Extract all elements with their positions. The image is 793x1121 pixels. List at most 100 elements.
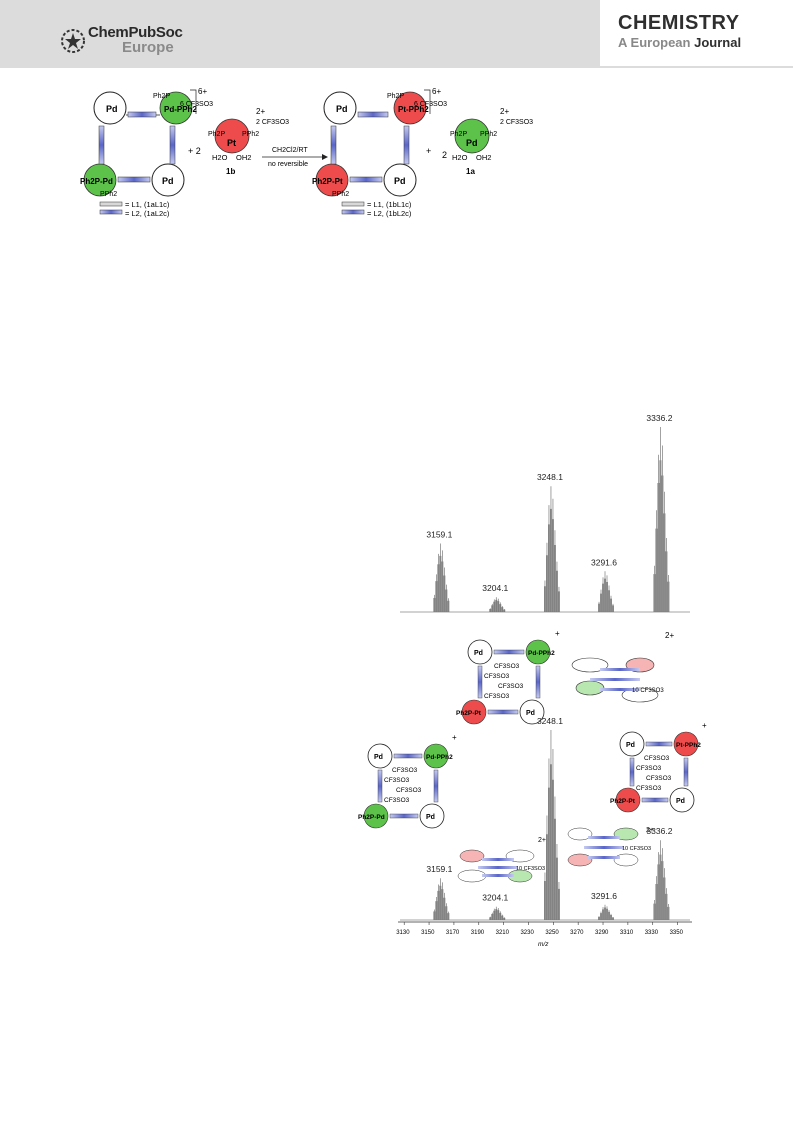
conditions-bottom: no reversible	[268, 161, 308, 168]
svg-text:CF3SO3: CF3SO3	[384, 797, 410, 804]
legend-left-l1: = L1, (1aL1c)	[125, 200, 170, 209]
linker-top	[127, 111, 157, 118]
label-1a: 1a	[466, 167, 475, 176]
svg-text:Ph2P: Ph2P	[450, 131, 467, 138]
peak-label: 3248.1	[537, 472, 563, 482]
svg-text:Pd: Pd	[466, 138, 478, 148]
reaction-scheme: Pd Pd-PPh2 Ph2P Ph2P-Pd PPh2 Pd 6+ 6 CF3…	[80, 87, 533, 218]
svg-text:Pd: Pd	[426, 814, 435, 821]
svg-text:Pd: Pd	[676, 798, 685, 805]
svg-text:Pd: Pd	[526, 710, 535, 717]
isotope-peak-top-1	[489, 597, 506, 612]
peak-label: 3336.2	[646, 413, 672, 423]
svg-text:2+: 2+	[256, 107, 265, 116]
svg-text:CF3SO3: CF3SO3	[636, 765, 662, 772]
svg-text:Pd: Pd	[626, 742, 635, 749]
pt-red-corner-top-right	[393, 91, 427, 125]
svg-text:CF3SO3: CF3SO3	[384, 777, 410, 784]
journal-subtitle: A European Journal	[618, 35, 742, 50]
inset-stack-2plus-top: 2+ 10 CF3SO3	[571, 631, 674, 703]
x-tick-label: 3310	[620, 930, 634, 936]
svg-text:Pd-PPh2: Pd-PPh2	[528, 650, 555, 657]
charge-6: 6+	[198, 87, 207, 96]
svg-text:+: +	[555, 629, 560, 638]
svg-text:CF3SO3: CF3SO3	[484, 693, 510, 700]
journal-title: CHEMISTRY	[618, 12, 740, 34]
svg-text:Pd: Pd	[162, 176, 174, 186]
svg-text:6 CF3SO3: 6 CF3SO3	[414, 101, 447, 108]
plus-2: + 2	[188, 146, 201, 156]
peak-label: 3159.1	[426, 864, 452, 874]
svg-text:Ph2P-Pd: Ph2P-Pd	[358, 814, 385, 821]
svg-text:H2O: H2O	[212, 153, 228, 162]
linker-right	[169, 125, 176, 165]
x-tick-label: 3250	[545, 930, 559, 936]
svg-text:2+: 2+	[538, 837, 546, 844]
svg-text:OH2: OH2	[236, 153, 251, 162]
publisher-region: Europe	[122, 39, 174, 56]
svg-text:10 CF3SO3: 10 CF3SO3	[516, 866, 545, 872]
svg-text:Pt-PPh2: Pt-PPh2	[676, 742, 701, 749]
svg-text:Pd: Pd	[474, 650, 483, 657]
svg-text:2+: 2+	[646, 827, 654, 834]
svg-text:2 CF3SO3: 2 CF3SO3	[256, 119, 289, 126]
svg-text:PPh2: PPh2	[480, 131, 497, 138]
svg-text:Ph2P: Ph2P	[153, 93, 170, 100]
x-tick-label: 3170	[446, 930, 460, 936]
inset-stack-2plus-left: 2+ 10 CF3SO3	[457, 837, 546, 883]
peak-label: 3291.6	[591, 891, 617, 901]
inset-square-pd-plus: Pd Pd-PPh2 Ph2P-Pd Pd + CF3SO3 CF3SO3 CF…	[358, 733, 457, 829]
ms-spectrum-bottom: Pd Pd-PPh2 Ph2P-Pt Pd + CF3SO3 CF3SO3 CF…	[358, 629, 707, 948]
peak-label: 3291.6	[591, 557, 617, 567]
svg-text:Pd: Pd	[394, 176, 406, 186]
x-tick-label: 3270	[570, 930, 584, 936]
svg-text:10 CF3SO3: 10 CF3SO3	[632, 688, 664, 694]
chempubsoc-star-icon	[61, 29, 85, 53]
x-axis-label: m/z	[538, 941, 549, 948]
journal-tab	[600, 0, 793, 66]
svg-text:+: +	[426, 146, 431, 156]
svg-text:Pd-PPh2: Pd-PPh2	[164, 105, 197, 114]
svg-text:CF3SO3: CF3SO3	[392, 767, 418, 774]
pd-corner-top-left	[93, 91, 127, 125]
inset-square-pt-plus: Pd Pt-PPh2 Ph2P-Pt Pd + CF3SO3 CF3SO3 CF…	[610, 721, 707, 813]
svg-text:Pt-PPh2: Pt-PPh2	[398, 105, 429, 114]
inset-stack-2plus-right: 2+ 10 CF3SO3	[567, 827, 654, 867]
legend-right-l1: = L1, (1bL1c)	[367, 200, 412, 209]
svg-text:+: +	[452, 733, 457, 742]
svg-text:+: +	[702, 721, 707, 730]
pd-corner-bottom-right	[151, 163, 185, 197]
peak-label: 3336.2	[646, 826, 672, 836]
svg-text:CF3SO3: CF3SO3	[494, 663, 520, 670]
svg-text:CF3SO3: CF3SO3	[646, 775, 672, 782]
counterion-6: 6 CF3SO3	[180, 101, 213, 108]
pd-label: Pd	[106, 104, 118, 114]
svg-text:Ph2P: Ph2P	[208, 131, 225, 138]
x-tick-label: 3230	[520, 930, 534, 936]
isotope-peak-top-3	[598, 571, 614, 612]
svg-text:Ph2P-Pt: Ph2P-Pt	[456, 710, 482, 717]
svg-text:Ph2P-Pt: Ph2P-Pt	[312, 177, 343, 186]
peak-label: 3204.1	[482, 583, 508, 593]
legend-left-l2: = L2, (1aL2c)	[125, 209, 170, 218]
x-tick-label: 3290	[595, 930, 609, 936]
linker-bottom	[117, 176, 151, 183]
square-complex-1a: Pd Pd-PPh2 Ph2P Ph2P-Pd PPh2 Pd 6+ 6 CF3…	[80, 87, 213, 218]
svg-text:2+: 2+	[665, 631, 674, 640]
svg-text:2: 2	[442, 150, 447, 160]
isotope-peak-bot-0	[433, 878, 450, 920]
linker-left	[98, 125, 105, 165]
svg-text:Pd: Pd	[374, 754, 383, 761]
x-tick-label: 3210	[496, 930, 510, 936]
x-tick-label: 3130	[396, 930, 410, 936]
peak-label: 3204.1	[482, 893, 508, 903]
pd-green-corner-top-right	[159, 91, 193, 125]
isotope-peak-top-2	[544, 486, 560, 612]
inset-square-pd-pt-plus: Pd Pd-PPh2 Ph2P-Pt Pd + CF3SO3 CF3SO3 CF…	[456, 629, 560, 725]
svg-text:PPh2: PPh2	[100, 191, 117, 198]
svg-text:Ph2P: Ph2P	[387, 93, 404, 100]
svg-text:H2O: H2O	[452, 153, 468, 162]
svg-text:10 CF3SO3: 10 CF3SO3	[622, 846, 651, 852]
svg-text:CF3SO3: CF3SO3	[636, 785, 662, 792]
